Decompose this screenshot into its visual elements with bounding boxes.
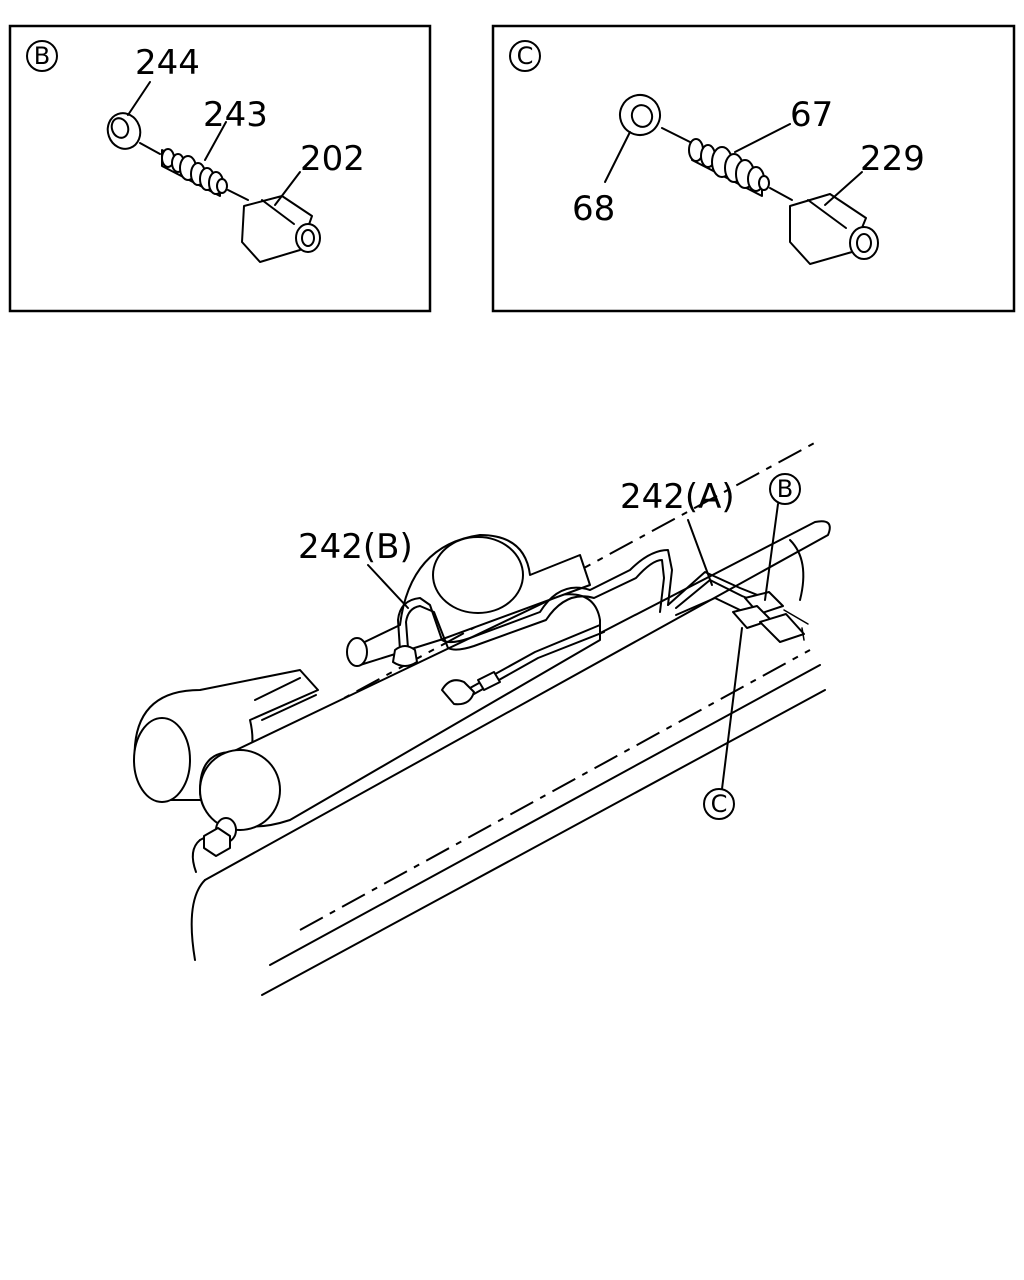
main-assembly: 242(A) 242(B) B C [133,439,831,996]
connector-229 [789,193,879,265]
detail-b-callout-letter: B [34,42,50,70]
leader-callout-c [721,627,743,790]
drain-valve [203,817,237,857]
upper-air-tank [346,534,591,667]
fitting-243 [161,148,228,197]
label-68: 68 [572,189,615,229]
pipe-fittings [732,591,809,643]
label-244: 244 [135,43,200,83]
connector-202 [241,195,321,263]
nut-244 [106,112,142,150]
hose [441,624,605,706]
detail-b-panel: B 244 243 202 [8,24,432,313]
label-229: 229 [860,139,925,179]
label-242b: 242(B) [298,527,413,567]
leader-callout-b [764,503,779,601]
detail-b-callout-circle [26,40,58,72]
main-callout-c-circle [703,788,735,820]
label-202: 202 [300,139,365,179]
fitting-67 [688,138,770,197]
label-242a: 242(A) [620,477,735,517]
front-air-tank [199,593,601,831]
frame-rail [190,439,831,996]
leader-229 [824,171,863,206]
nut-68 [619,93,661,136]
rear-air-tank [133,669,319,803]
detail-c-callout-letter: C [517,42,534,70]
detail-b-frame [8,24,432,313]
leader-243 [204,121,227,161]
detail-c-callout-circle [509,40,541,72]
leader-202 [274,171,301,206]
leader-67 [734,123,791,153]
detail-c-panel: C 68 67 229 [491,24,1016,313]
leader-68 [604,131,631,183]
leader-242a [687,519,713,586]
label-243: 243 [203,95,268,135]
pipe-242b [392,549,673,667]
leader-244 [127,81,151,116]
main-callout-b-letter: B [777,475,793,503]
label-67: 67 [790,95,833,135]
main-callout-b-circle [769,473,801,505]
leader-242b [367,564,409,609]
main-callout-c-letter: C [711,790,728,818]
